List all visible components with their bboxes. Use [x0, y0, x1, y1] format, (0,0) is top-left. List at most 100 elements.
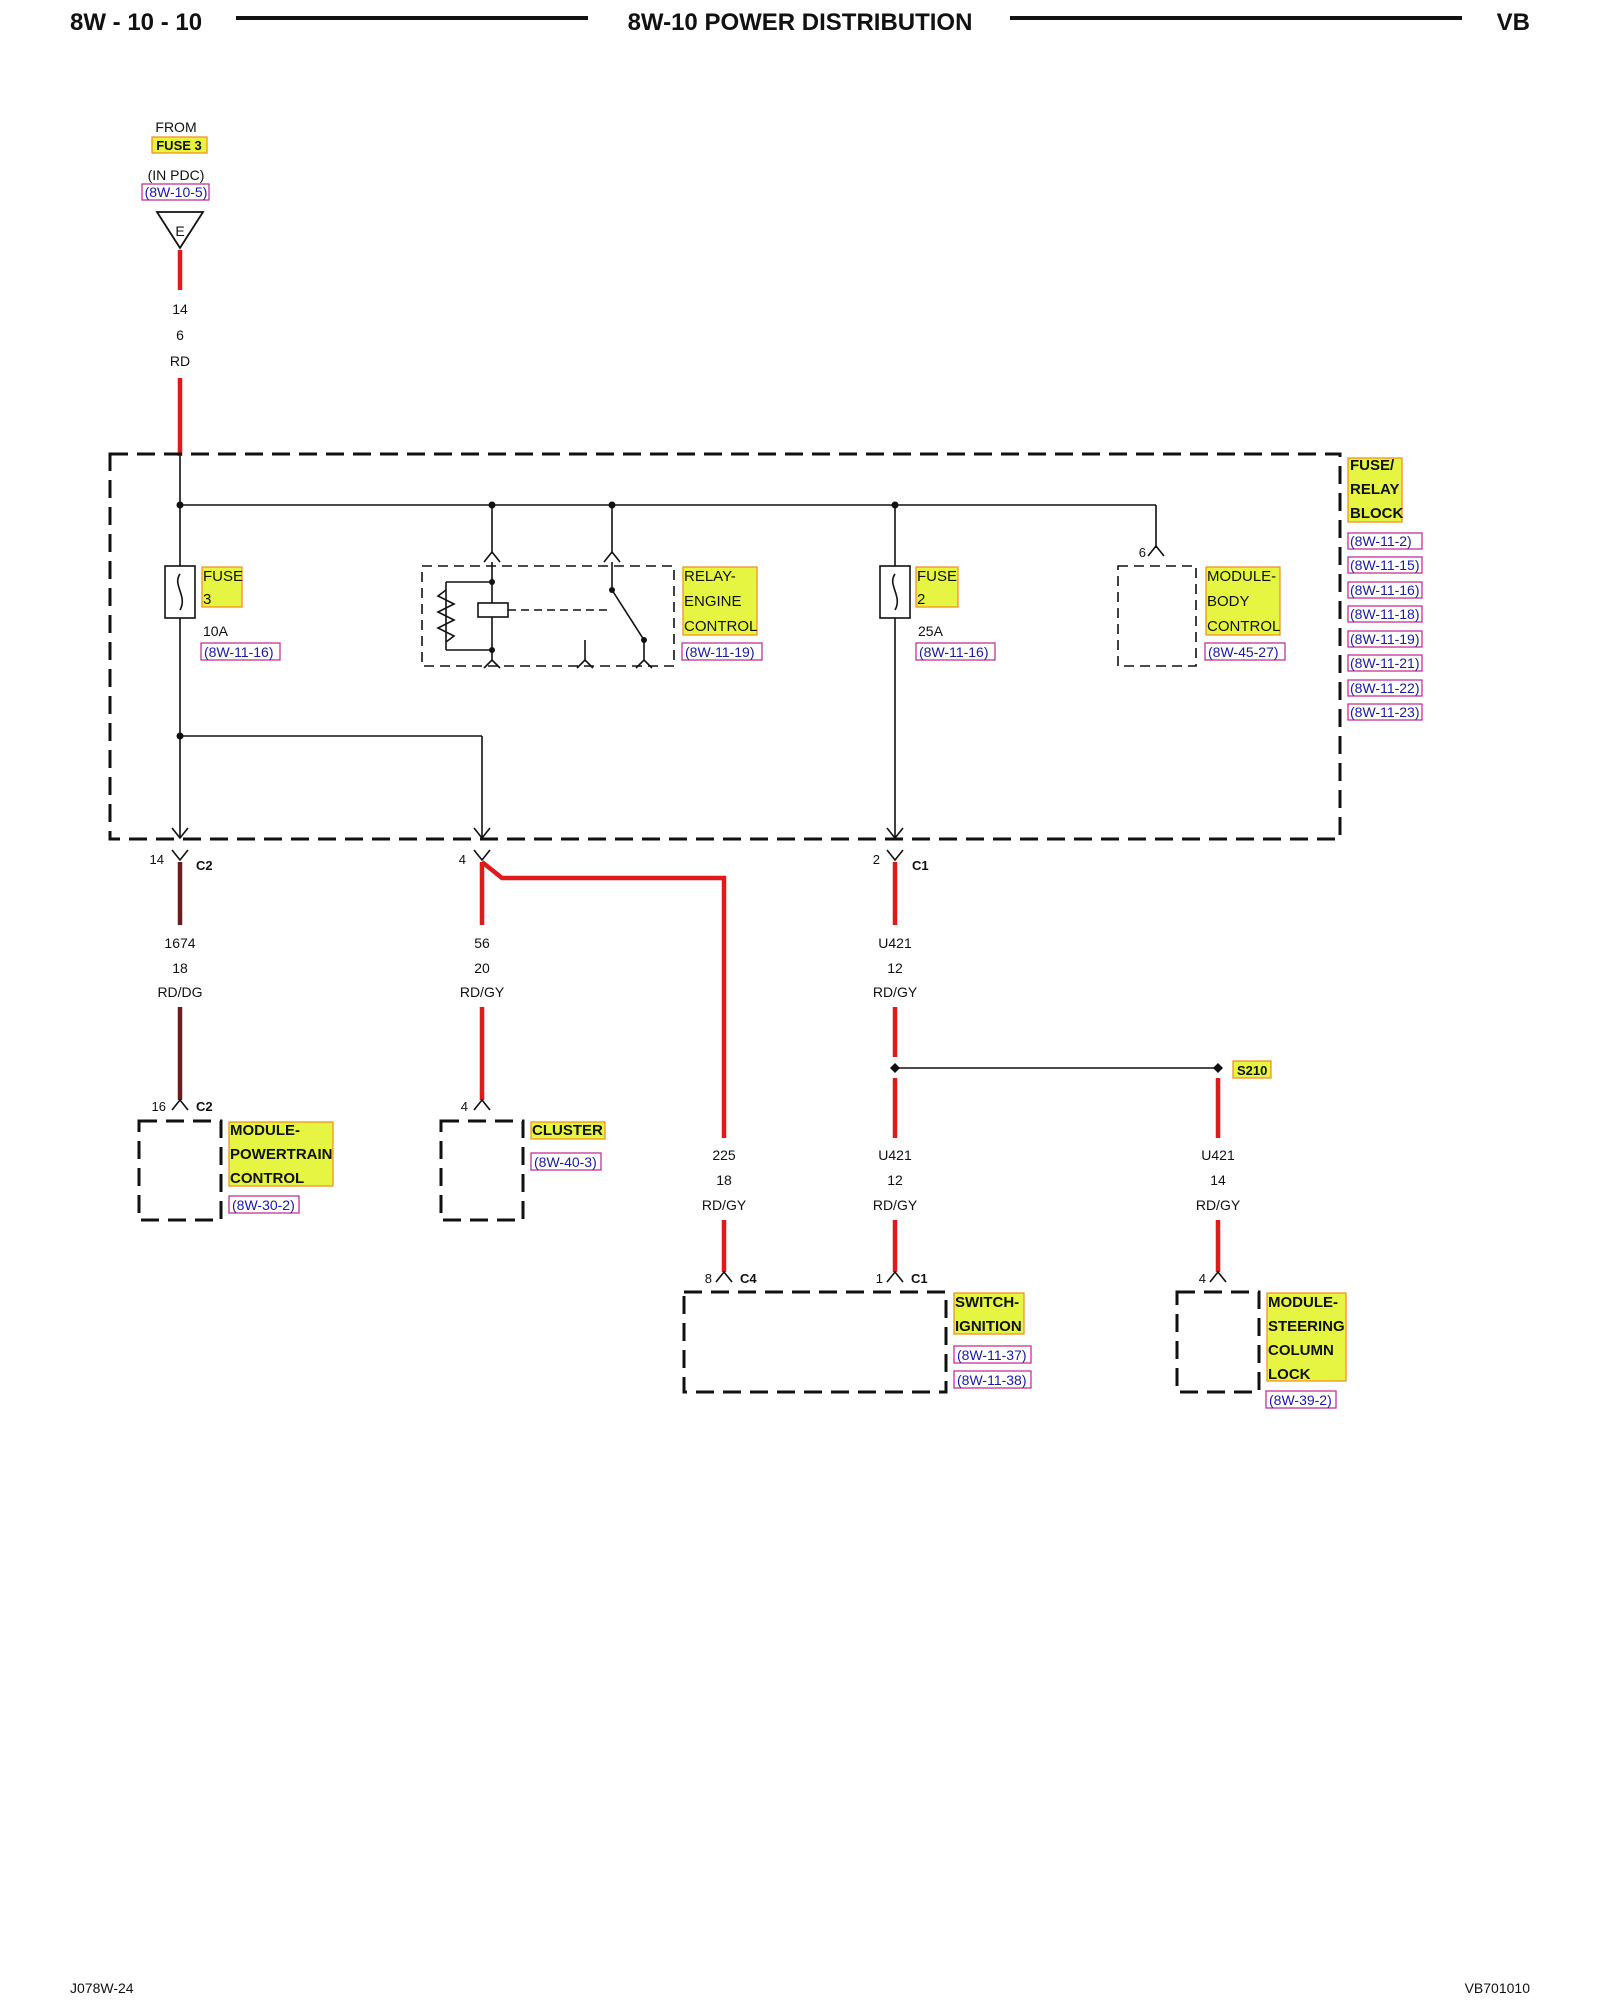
- pcm-pin-label: 16: [152, 1099, 166, 1114]
- source-fuse-label: FUSE 3: [156, 138, 202, 153]
- block-ref-link-6[interactable]: (8W-11-21): [1350, 655, 1420, 671]
- ignition-name-line-1: SWITCH-: [955, 1294, 1019, 1311]
- internal-output-wiring: [171, 618, 904, 840]
- fuse-3-rating: 10A: [203, 623, 229, 639]
- block-name-line-2: RELAY: [1350, 481, 1399, 498]
- c2-pin-4-label: 4: [459, 852, 466, 867]
- fuse-2-name: FUSE: [917, 568, 957, 585]
- block-ref-link-4[interactable]: (8W-11-18): [1350, 606, 1420, 622]
- block-ref-link-7[interactable]: (8W-11-22): [1350, 680, 1420, 696]
- source-connector-label: E: [175, 223, 184, 239]
- header-title: 8W-10 POWER DISTRIBUTION: [628, 9, 973, 36]
- wire-1674-circuit: 1674: [164, 935, 195, 951]
- steering-name-line-1: MODULE-: [1268, 1294, 1338, 1311]
- fuse-relay-block-label: FUSE/ RELAY BLOCK (8W-11-2) (8W-11-15) (…: [1347, 457, 1423, 721]
- pcm-name-line-1: MODULE-: [230, 1122, 300, 1139]
- c1-pin-2-label: 2: [873, 852, 880, 867]
- bcm-name-line-2: BODY: [1207, 593, 1250, 610]
- wire-56-gauge: 20: [474, 960, 490, 976]
- cluster-pin-label: 4: [461, 1099, 468, 1114]
- feed-wire-circuit: 14: [172, 301, 188, 317]
- block-ref-link-8[interactable]: (8W-11-23): [1350, 704, 1420, 720]
- pcm-outline: [137, 1119, 223, 1222]
- header-page-number: 8W - 10 - 10: [70, 9, 202, 36]
- fuse-2-rating: 25A: [918, 623, 944, 639]
- wire-u421-color: RD/GY: [873, 984, 918, 1000]
- wire-u421-c-color: RD/GY: [1196, 1197, 1241, 1213]
- wire-225-color: RD/GY: [702, 1197, 747, 1213]
- splice-s210: S210: [890, 1060, 1272, 1138]
- relay-outline: [421, 565, 675, 667]
- source-from-label: FROM: [155, 119, 196, 135]
- source-fuse-3: FROM FUSE 3 (IN PDC) (8W-10-5) E: [141, 119, 210, 250]
- wire-u421-circuit: U421: [878, 935, 912, 951]
- relay-coil-resistor: [436, 589, 456, 643]
- steering-name-line-4: LOCK: [1268, 1366, 1311, 1383]
- fuse-3-number: 3: [203, 591, 211, 608]
- block-ref-link-5[interactable]: (8W-11-19): [1350, 631, 1420, 647]
- ignition-conn-b-label: C1: [911, 1271, 928, 1286]
- wire-1674-gauge: 18: [172, 960, 188, 976]
- bcm-pin-number: 6: [1139, 545, 1146, 560]
- splice-label: S210: [1237, 1063, 1267, 1078]
- wire-1674-color: RD/DG: [157, 984, 202, 1000]
- block-ref-link-2[interactable]: (8W-11-15): [1350, 557, 1420, 573]
- fuse-3-ref-link[interactable]: (8W-11-16): [204, 644, 274, 660]
- cluster-outline: [439, 1119, 525, 1222]
- block-ref-link-1[interactable]: (8W-11-2): [1350, 533, 1412, 549]
- wire-u421-b-circuit: U421: [878, 1147, 912, 1163]
- steering-pin-label: 4: [1199, 1271, 1206, 1286]
- wire-225-circuit: 225: [712, 1147, 736, 1163]
- c2-pin-14-label: 14: [150, 852, 164, 867]
- fuse-3-name: FUSE: [203, 568, 243, 585]
- module-steering-column-lock: 4 MODULE- STEERING COLUMN LOCK (8W-39-2): [1175, 1270, 1347, 1409]
- ignition-ref-link-2[interactable]: (8W-11-38): [957, 1372, 1027, 1388]
- pcm-connector-label: C2: [196, 1099, 213, 1114]
- block-ref-link-3[interactable]: (8W-11-16): [1350, 582, 1420, 598]
- relay-engine-control: RELAY- ENGINE CONTROL (8W-11-19): [421, 550, 763, 669]
- wire-u421-c-gauge: 14: [1210, 1172, 1226, 1188]
- relay-name-line-1: RELAY-: [684, 568, 736, 585]
- wire-u421-gauge: 12: [887, 960, 903, 976]
- cluster-ref-link[interactable]: (8W-40-3): [534, 1154, 597, 1170]
- bcm-ref-link[interactable]: (8W-45-27): [1208, 644, 1279, 660]
- module-powertrain-control: 16 C2 MODULE- POWERTRAIN CONTROL (8W-30-…: [137, 1098, 334, 1222]
- bcm-name-line-1: MODULE-: [1207, 568, 1276, 585]
- wire-u421-b-color: RD/GY: [873, 1197, 918, 1213]
- wire-56-color: RD/GY: [460, 984, 505, 1000]
- steering-name-line-3: COLUMN: [1268, 1342, 1334, 1359]
- switch-ignition: 8 C4 1 C1 SWITCH- IGNITION (8W-11-37) (8…: [682, 1270, 1032, 1394]
- steering-ref-link[interactable]: (8W-39-2): [1269, 1392, 1332, 1408]
- page-header: 8W - 10 - 10 8W-10 POWER DISTRIBUTION VB: [70, 9, 1530, 36]
- relay-ref-link[interactable]: (8W-11-19): [685, 644, 755, 660]
- steering-name-line-2: STEERING: [1268, 1318, 1345, 1335]
- source-ref-link[interactable]: (8W-10-5): [145, 184, 208, 200]
- ignition-pin-a-label: 8: [705, 1271, 712, 1286]
- output-c1-pin-2: 2 C1: [873, 849, 929, 873]
- block-name-line-1: FUSE/: [1350, 457, 1395, 474]
- block-name-line-3: BLOCK: [1350, 505, 1403, 522]
- fuse-relay-block-outline: [108, 452, 1342, 841]
- fuse-2-number: 2: [917, 591, 925, 608]
- bcm-outline: [1117, 565, 1197, 667]
- ignition-name-line-2: IGNITION: [955, 1318, 1022, 1335]
- relay-name-line-3: CONTROL: [684, 618, 757, 635]
- c1-connector-label: C1: [912, 858, 929, 873]
- wire-u421-b-gauge: 12: [887, 1172, 903, 1188]
- pcm-ref-link[interactable]: (8W-30-2): [232, 1197, 295, 1213]
- output-c2-pin-4: 4: [459, 849, 491, 867]
- relay-coil-symbol: [477, 602, 509, 618]
- footer-left-code: J078W-24: [70, 1980, 134, 1996]
- cluster-name: CLUSTER: [532, 1122, 603, 1139]
- wire-56-circuit: 56: [474, 935, 490, 951]
- fuse-2-ref-link[interactable]: (8W-11-16): [919, 644, 989, 660]
- pcm-name-line-2: POWERTRAIN: [230, 1146, 333, 1163]
- fuse-2: FUSE 2 25A (8W-11-16): [879, 505, 996, 661]
- ignition-ref-link-1[interactable]: (8W-11-37): [957, 1347, 1027, 1363]
- wire-225-gauge: 18: [716, 1172, 732, 1188]
- module-body-control: 6 MODULE- BODY CONTROL (8W-45-27): [1117, 545, 1286, 667]
- output-c2-pin-14: 14 C2: [150, 849, 213, 873]
- feed-wire-color: RD: [170, 353, 190, 369]
- header-vehicle-code: VB: [1497, 9, 1530, 36]
